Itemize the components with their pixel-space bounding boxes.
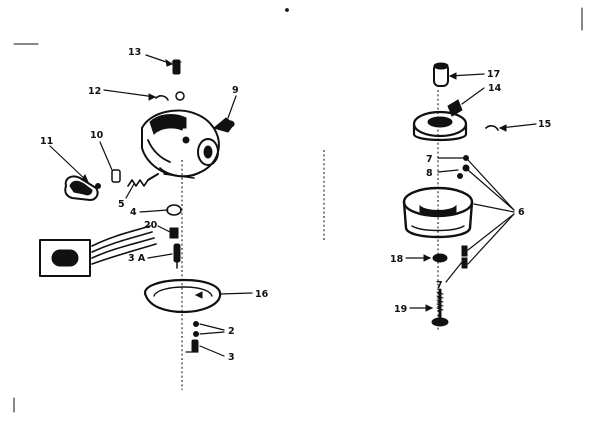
callout-4: 4 xyxy=(130,207,137,218)
callout-labels: 13 12 9 11 10 5 4 20 3 A 16 2 3 17 14 15… xyxy=(40,47,551,363)
page-specks xyxy=(13,7,583,413)
callout-13: 13 xyxy=(128,47,141,58)
needle-part-3a xyxy=(173,243,181,269)
plug-part-17 xyxy=(433,62,449,87)
idle-needle-spring xyxy=(127,173,159,187)
choke-knob xyxy=(64,175,101,201)
throttle-lever xyxy=(212,117,235,133)
callout-2: 2 xyxy=(228,326,235,337)
primer-module-box xyxy=(39,225,157,277)
small-parts-1-2-3 xyxy=(185,321,199,353)
part-20-pin xyxy=(169,227,179,239)
callout-20: 20 xyxy=(144,220,158,231)
left-leader-lines xyxy=(49,54,253,357)
arrowheads xyxy=(81,58,507,312)
screw-part-13 xyxy=(171,59,182,75)
bolt-part-19 xyxy=(431,288,449,327)
callout-11: 11 xyxy=(40,136,53,147)
callout-8: 8 xyxy=(426,168,433,179)
callout-15: 15 xyxy=(538,119,551,130)
right-leader-lines xyxy=(405,73,537,309)
float-bowl-part-6 xyxy=(402,186,474,239)
washer-part-18 xyxy=(432,253,448,263)
clip-part-15 xyxy=(485,125,499,131)
callout-16: 16 xyxy=(255,289,269,300)
callout-19: 19 xyxy=(394,304,407,315)
callout-6: 6 xyxy=(518,207,525,218)
callout-17: 17 xyxy=(487,69,500,80)
callout-9: 9 xyxy=(232,85,239,96)
check-balls-7-lower xyxy=(461,245,468,269)
callout-3a: 3 A xyxy=(128,253,146,264)
seat-part-4 xyxy=(166,204,182,216)
callout-5: 5 xyxy=(118,199,125,210)
bushing-part-10 xyxy=(111,169,121,183)
clip-part-12 xyxy=(155,91,185,101)
callout-14: 14 xyxy=(488,83,502,94)
bowl-cover-disk xyxy=(412,110,468,142)
callout-18: 18 xyxy=(390,254,404,265)
gasket-ring-16 xyxy=(143,278,222,314)
callout-10: 10 xyxy=(90,130,104,141)
callout-12: 12 xyxy=(88,86,101,97)
check-balls-7-8-top xyxy=(457,155,470,179)
callout-7-bottom: 7 xyxy=(436,280,443,291)
carburetor-body xyxy=(141,109,220,179)
callout-3: 3 xyxy=(228,352,235,363)
callout-7-top: 7 xyxy=(426,154,433,165)
